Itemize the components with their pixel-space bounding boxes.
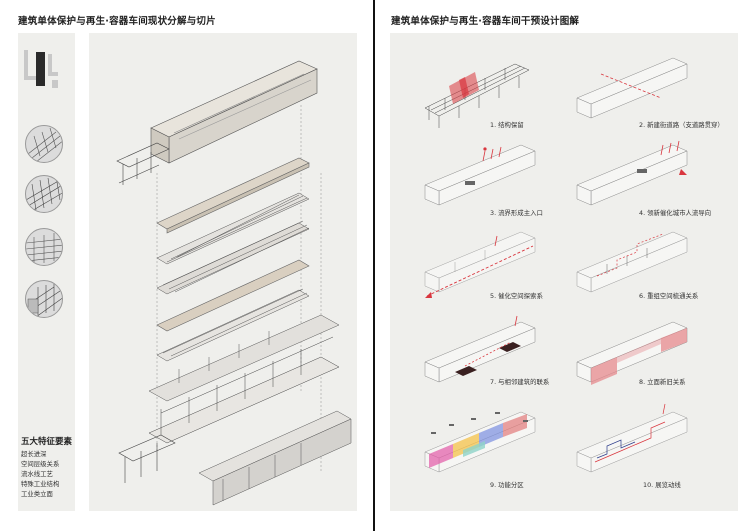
step-6-label: 6. 重组空间梳通关系 xyxy=(639,292,699,300)
feature-circle-4 xyxy=(25,280,63,318)
crane-lower xyxy=(118,434,176,483)
feature-sidebar xyxy=(18,33,75,511)
slice-concrete-slab xyxy=(156,157,310,234)
feature-item: 特殊工业结构 xyxy=(21,480,60,488)
right-page: 建筑单体保护与再生·容器车间干预设计图解 1. 结构保留 2. 新建街道路（支道… xyxy=(377,0,750,531)
step-3-label: 3. 流界形成主入口 xyxy=(490,209,543,217)
step-1-diagram xyxy=(424,63,530,128)
step-8-label: 8. 立面新旧关系 xyxy=(639,378,686,386)
feature-item: 超长进深 xyxy=(21,450,47,458)
feature-item: 工业类立面 xyxy=(21,490,53,498)
step-5-label: 5. 催化空间探索系 xyxy=(490,292,543,300)
step-5-diagram xyxy=(424,231,536,298)
slice-truss-grid xyxy=(156,220,310,295)
step-2-label: 2. 新建街道路（支道路贯穿） xyxy=(639,121,724,129)
step-2-diagram xyxy=(576,57,688,119)
step-7-label: 7. 与相邻建筑的联系 xyxy=(490,378,550,386)
step-4-label: 4. 领新催化城市人流导向 xyxy=(639,209,712,217)
roof-block xyxy=(150,60,318,164)
step-3-diagram xyxy=(424,144,536,206)
exploded-axonometric-drawing xyxy=(116,60,352,506)
right-page-title: 建筑单体保护与再生·容器车间干预设计图解 xyxy=(391,16,580,27)
slice-base-facade xyxy=(198,410,352,506)
slice-roof-trusses xyxy=(156,192,310,265)
feature-circle-1 xyxy=(25,125,63,163)
slice-beam-grid xyxy=(156,288,310,362)
step-8-diagram xyxy=(576,321,688,385)
step-9-label: 9. 功能分区 xyxy=(490,481,524,489)
step-6-diagram xyxy=(576,231,688,293)
features-list: 超长进深 空间层级关系 流水线工艺 特殊工业结构 工业类立面 xyxy=(21,449,59,499)
step-7-diagram xyxy=(424,315,536,383)
step-1-label: 1. 结构保留 xyxy=(490,121,524,129)
feature-circle-3 xyxy=(25,228,63,266)
slice-column-frame xyxy=(148,336,340,444)
feature-item: 空间层级关系 xyxy=(21,460,60,468)
slice-floor-plate xyxy=(156,259,310,332)
slice-interior-walls xyxy=(148,314,340,402)
page-divider xyxy=(373,0,375,531)
step-10-diagram xyxy=(576,403,688,473)
step-4-diagram xyxy=(576,140,688,206)
left-page: 建筑单体保护与再生·容器车间现状分解与切片 五大特征要素 超长进深 空间层级关系… xyxy=(0,0,372,531)
left-page-title: 建筑单体保护与再生·容器车间现状分解与切片 xyxy=(18,16,216,27)
features-heading: 五大特征要素 xyxy=(21,437,73,447)
feature-circle-2 xyxy=(25,175,63,213)
step-9-diagram xyxy=(424,411,536,473)
feature-item: 流水线工艺 xyxy=(21,470,53,478)
step-10-label: 10. 展览动线 xyxy=(643,481,681,489)
building-logo-icon xyxy=(24,50,58,88)
crane-frame xyxy=(116,142,170,185)
